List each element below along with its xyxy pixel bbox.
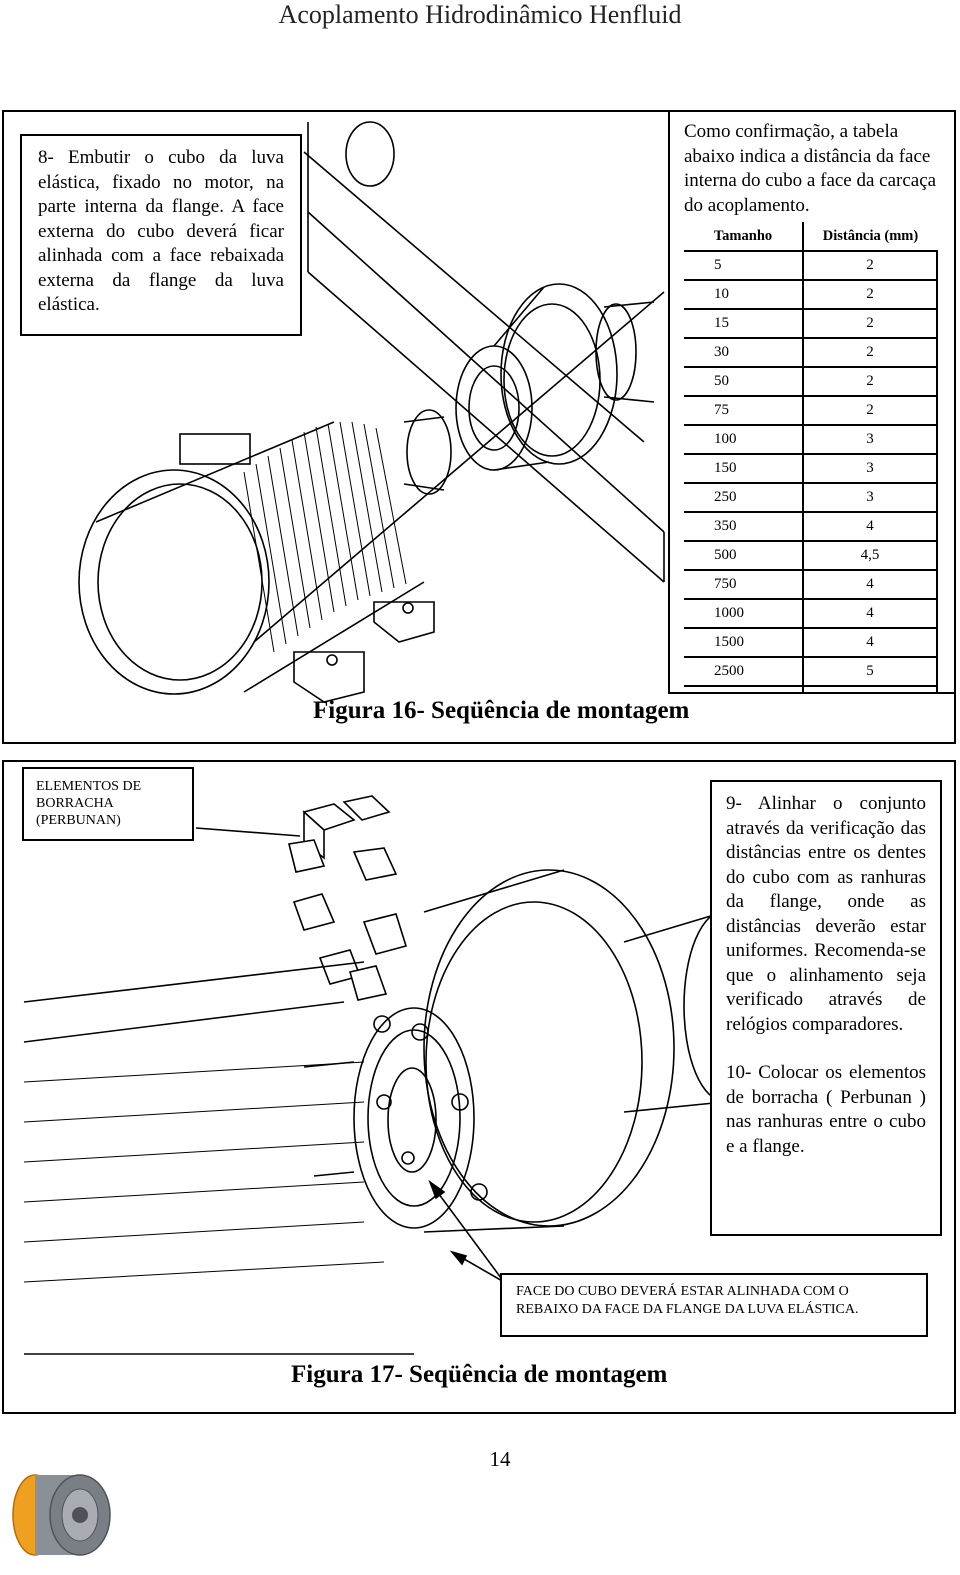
size-cell: 75 — [684, 395, 804, 425]
step-10-instruction: 10- Colocar os elementos de borracha ( P… — [726, 1062, 926, 1157]
rubber-elements-drawing — [23, 795, 765, 1355]
distance-cell: 5 — [803, 685, 938, 692]
distance-cell: 2 — [803, 366, 938, 396]
distance-cell: 4 — [803, 598, 938, 628]
size-cell: 750 — [684, 569, 804, 599]
size-cell: 10 — [684, 279, 804, 309]
column-header-distance: Distância (mm) — [822, 227, 919, 244]
distance-cell: 2 — [803, 308, 938, 338]
rubber-elements-label: ELEMENTOS DE BORRACHA (PERBUNAN) — [22, 767, 194, 841]
motor-coupling-drawing — [78, 121, 665, 703]
distance-cell: 2 — [803, 337, 938, 367]
size-cell: 5 — [684, 250, 804, 280]
step-9-instruction: 9- Alinhar o conjunto através da verific… — [726, 793, 926, 1035]
table-header-row: Tamanho Distância (mm) — [684, 222, 937, 251]
distance-cell: 3 — [803, 424, 938, 454]
size-cell: 500 — [684, 540, 804, 570]
column-header-size: Tamanho — [684, 222, 804, 251]
distance-cell: 3 — [803, 482, 938, 512]
distance-cell: 5 — [803, 656, 938, 686]
distance-cell: 4,5 — [803, 540, 938, 570]
table-row: 27505 — [684, 685, 938, 692]
figure-17-caption: Figura 17- Seqüência de montagem — [291, 1361, 668, 1388]
size-cell: 100 — [684, 424, 804, 454]
coupling-logo-icon — [12, 1474, 111, 1556]
size-cell: 2750 — [684, 685, 804, 692]
distance-cell: 4 — [803, 511, 938, 541]
size-cell: 30 — [684, 337, 804, 367]
size-cell: 50 — [684, 366, 804, 396]
hub-face-note: FACE DO CUBO DEVERÁ ESTAR ALINHADA COM O… — [500, 1273, 928, 1337]
distance-cell: 4 — [803, 569, 938, 599]
confirmation-text: Como confirmação, a tabela abaixo indica… — [684, 121, 937, 216]
steps-9-10-panel: 9- Alinhar o conjunto através da verific… — [710, 780, 942, 1236]
page-number: 14 — [489, 1447, 511, 1471]
figure-16-caption: Figura 16- Seqüência de montagem — [313, 697, 690, 724]
step-8-instruction: 8- Embutir o cubo da luva elástica, fixa… — [20, 134, 302, 336]
size-cell: 250 — [684, 482, 804, 512]
size-cell: 350 — [684, 511, 804, 541]
size-cell: 150 — [684, 453, 804, 483]
size-cell: 1500 — [684, 627, 804, 657]
distance-cell: 3 — [803, 453, 938, 483]
distance-cell: 2 — [803, 395, 938, 425]
size-cell: 1000 — [684, 598, 804, 628]
distance-cell: 2 — [803, 250, 938, 280]
page-header-title: Acoplamento Hidrodinâmico Henfluid — [278, 0, 682, 29]
distance-cell: 4 — [803, 627, 938, 657]
size-cell: 2500 — [684, 656, 804, 686]
distance-table-panel: Como confirmação, a tabela abaixo indica… — [668, 110, 956, 694]
distance-cell: 2 — [803, 279, 938, 309]
size-cell: 15 — [684, 308, 804, 338]
